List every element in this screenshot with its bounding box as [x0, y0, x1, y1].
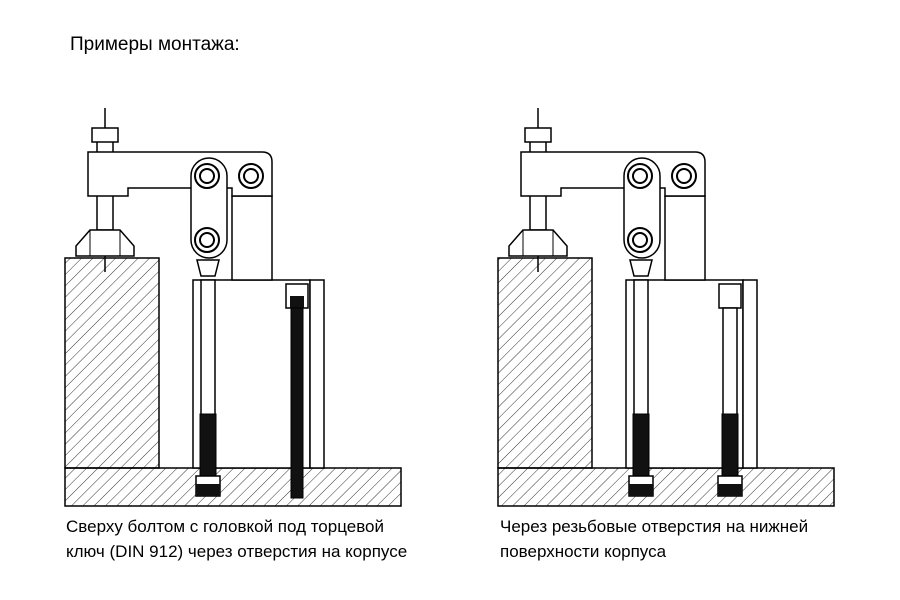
pressure-pad	[508, 229, 568, 257]
bolt-thread	[632, 413, 650, 477]
base-plate	[497, 467, 835, 507]
caption-line: Сверху болтом с головкой под торцевой	[66, 517, 385, 536]
bolt-thread	[721, 413, 739, 477]
clamp-upright	[664, 195, 706, 281]
base-plate	[64, 467, 402, 507]
caption-threaded-holes: Через резьбовые отверстия на нижней пове…	[500, 514, 808, 564]
spindle-nut	[524, 127, 552, 143]
caption-line: поверхности корпуса	[500, 542, 667, 561]
example-threaded-holes-drawing	[497, 108, 835, 507]
caption-line: Через резьбовые отверстия на нижней	[500, 517, 809, 536]
din912-bolt-shank	[290, 307, 304, 499]
caption-line: ключ (DIN 912) через отверстия на корпус…	[66, 542, 408, 561]
clamp-upright	[231, 195, 273, 281]
spindle-nut	[91, 127, 119, 143]
caption-top-bolt: Сверху болтом с головкой под торцевой кл…	[66, 514, 407, 564]
page-heading: Примеры монтажа:	[70, 34, 240, 55]
workpiece-block	[64, 257, 160, 469]
pressure-pad	[75, 229, 135, 257]
bolt-thread	[199, 413, 217, 477]
example-top-bolt-drawing	[64, 108, 402, 507]
workpiece-block	[497, 257, 593, 469]
